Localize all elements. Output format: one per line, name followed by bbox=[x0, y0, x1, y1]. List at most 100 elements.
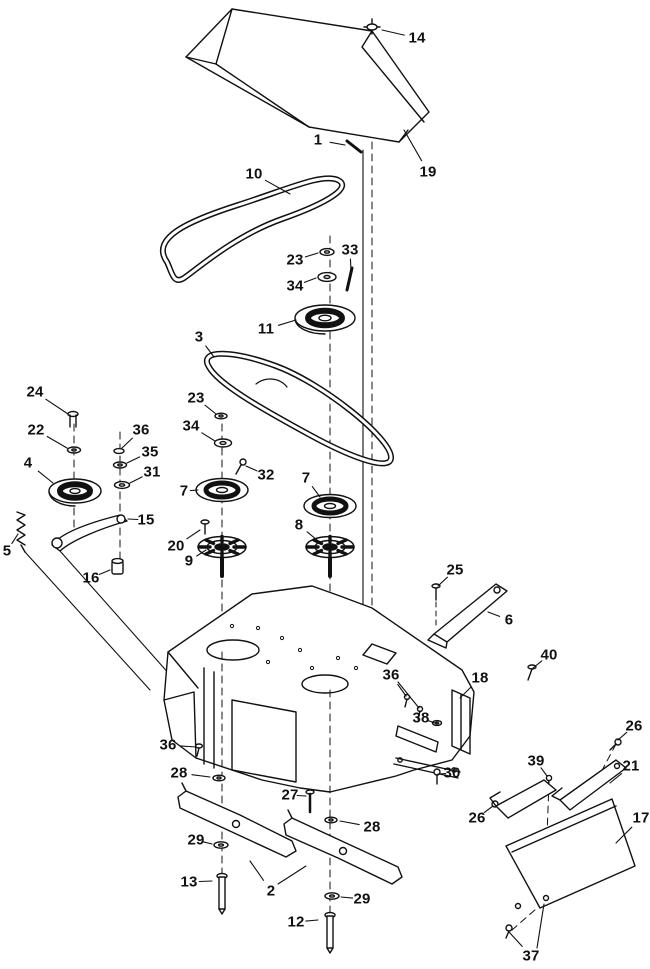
pulley-4 bbox=[48, 478, 102, 507]
part-callout-12: 12 bbox=[287, 913, 305, 931]
leader-line-23 bbox=[304, 252, 319, 258]
leader-line-38 bbox=[426, 719, 436, 724]
leader-line-26 bbox=[483, 805, 494, 814]
blade-left bbox=[177, 782, 297, 858]
leader-line-17 bbox=[615, 826, 633, 844]
part-callout-15: 15 bbox=[137, 511, 155, 529]
leader-line-16 bbox=[98, 569, 111, 575]
part-callout-23: 23 bbox=[187, 389, 205, 407]
leader-line-5 bbox=[11, 533, 19, 544]
leader-line-24 bbox=[45, 398, 69, 415]
spring-5 bbox=[16, 511, 26, 553]
leader-line-2 bbox=[249, 860, 265, 881]
part-callout-5: 5 bbox=[2, 542, 12, 560]
discharge-chute-17 bbox=[505, 798, 636, 910]
part-callout-28: 28 bbox=[170, 764, 188, 782]
leader-line-36 bbox=[180, 745, 197, 748]
leader-line-7 bbox=[311, 486, 321, 498]
leader-line-26 bbox=[617, 731, 628, 741]
pin-33 bbox=[345, 266, 354, 292]
part-callout-6: 6 bbox=[504, 611, 514, 629]
leader-line-36 bbox=[121, 437, 133, 449]
part-callout-38: 38 bbox=[412, 709, 430, 727]
leader-line-10 bbox=[264, 179, 291, 195]
leader-line-27 bbox=[296, 794, 307, 797]
bolt-37 bbox=[505, 924, 513, 939]
leader-line-11 bbox=[277, 319, 297, 326]
part-callout-39: 39 bbox=[527, 752, 545, 770]
leader-line-34 bbox=[201, 432, 216, 442]
leader-line-29 bbox=[340, 896, 354, 899]
part-callout-29: 29 bbox=[187, 831, 205, 849]
part-callout-32: 32 bbox=[257, 466, 275, 484]
part-callout-36: 36 bbox=[382, 666, 400, 684]
leader-line-7 bbox=[189, 489, 199, 492]
bolt-26-upper bbox=[609, 738, 622, 751]
belt-10 bbox=[159, 175, 346, 283]
part-callout-37: 37 bbox=[522, 947, 540, 965]
bracket-39-arm bbox=[489, 779, 557, 819]
leader-line-28 bbox=[339, 820, 360, 826]
leader-line-31 bbox=[129, 476, 143, 484]
part-callout-4: 4 bbox=[23, 454, 33, 472]
leader-lines bbox=[11, 29, 633, 949]
part-callout-26: 26 bbox=[625, 717, 643, 735]
bolt-36-front bbox=[194, 743, 204, 757]
washer-34-upper bbox=[317, 271, 337, 283]
bolt-27 bbox=[305, 789, 315, 814]
part-callout-21: 21 bbox=[622, 757, 640, 775]
blade-right bbox=[283, 809, 403, 885]
washer-22 bbox=[66, 446, 82, 454]
leader-line-21 bbox=[609, 773, 623, 784]
part-callout-3: 3 bbox=[194, 328, 204, 346]
spacer-16 bbox=[111, 557, 124, 575]
blade-bolt-12 bbox=[324, 911, 336, 954]
part-callout-28: 28 bbox=[363, 818, 381, 836]
belt-3 bbox=[204, 350, 394, 467]
part-callout-25: 25 bbox=[446, 561, 464, 579]
bolt-24 bbox=[67, 410, 79, 428]
leader-line-13 bbox=[198, 880, 213, 883]
leader-line-34 bbox=[303, 277, 317, 283]
pulley-7-right bbox=[303, 493, 357, 519]
part-callout-7: 7 bbox=[179, 482, 189, 500]
blade-bolt-13 bbox=[216, 872, 228, 915]
part-callout-13: 13 bbox=[180, 873, 198, 891]
washer-36-left bbox=[113, 447, 125, 455]
washer-31 bbox=[113, 480, 131, 490]
washer-34-left bbox=[213, 438, 233, 448]
leader-line-33 bbox=[349, 258, 352, 271]
part-callout-17: 17 bbox=[632, 809, 650, 827]
bracket-21 bbox=[551, 759, 627, 811]
leader-line-29 bbox=[202, 841, 213, 845]
part-callout-33: 33 bbox=[341, 241, 359, 259]
leader-line-37 bbox=[508, 931, 523, 947]
belt-cover bbox=[185, 8, 430, 143]
extra-leader-line-0 bbox=[277, 865, 307, 885]
leader-line-15 bbox=[127, 518, 139, 521]
leader-line-18 bbox=[459, 686, 472, 699]
part-callout-14: 14 bbox=[408, 29, 426, 47]
deck-holes bbox=[229, 623, 359, 671]
washer-28-right bbox=[324, 816, 338, 824]
leader-line-40 bbox=[532, 660, 543, 669]
washer-23-left bbox=[214, 412, 228, 420]
leader-line-9 bbox=[196, 549, 207, 557]
leader-line-8 bbox=[306, 531, 318, 541]
leader-line-12 bbox=[305, 919, 319, 922]
leader-line-30 bbox=[437, 772, 447, 775]
part-callout-16: 16 bbox=[82, 569, 100, 587]
bolt-14 bbox=[363, 18, 381, 35]
belt-1 bbox=[345, 139, 363, 154]
idler-arm-15 bbox=[51, 514, 128, 552]
leader-line-3 bbox=[205, 345, 215, 358]
washer-28-left bbox=[212, 774, 226, 782]
part-callout-29: 29 bbox=[353, 890, 371, 908]
part-callout-34: 34 bbox=[182, 417, 200, 435]
leader-line-39 bbox=[540, 767, 548, 777]
part-callout-24: 24 bbox=[26, 383, 44, 401]
part-callout-11: 11 bbox=[257, 320, 275, 338]
part-callout-31: 31 bbox=[143, 463, 161, 481]
